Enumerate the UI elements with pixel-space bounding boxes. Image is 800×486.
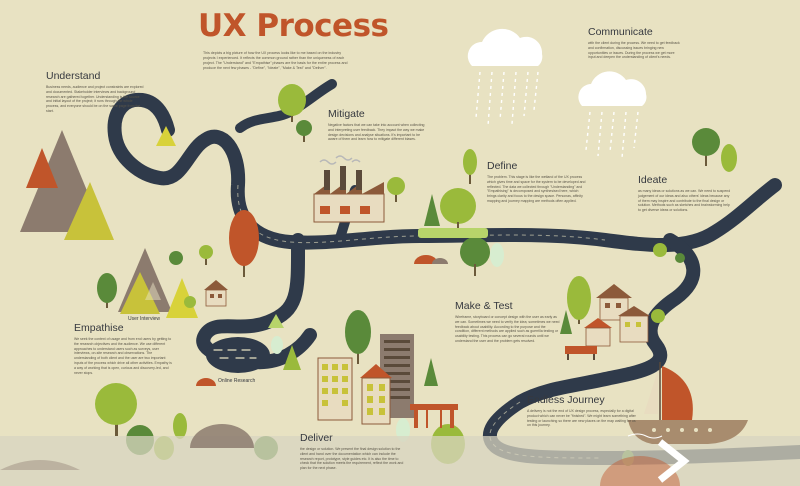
- section-define: Define The problem. This stage is like t…: [487, 160, 587, 204]
- trees: [95, 84, 737, 466]
- section-title: Understand: [46, 70, 101, 82]
- city-buildings: [317, 334, 458, 428]
- section-title: Ideate: [638, 174, 668, 186]
- section-body: We seek the context of usage and from en…: [74, 337, 172, 375]
- section-empathise: Empathise We seek the context of usage a…: [74, 322, 174, 375]
- mountains-empathise: [118, 248, 198, 318]
- section-body: Business needs, audience and project con…: [46, 85, 144, 113]
- section-ideate: Ideate as many ideas or solutions as we …: [638, 174, 732, 213]
- section-body: Wireframe, storyboard or concept design …: [455, 315, 560, 343]
- chevron-right-icon: [657, 439, 690, 483]
- section-make-test: Make & Test Wireframe, storyboard or con…: [455, 300, 560, 344]
- mountains-understand: [20, 126, 176, 240]
- houses: [204, 280, 650, 360]
- section-title: Communicate: [588, 26, 653, 38]
- section-mitigate: Mitigate Negative factors that we can ta…: [328, 108, 428, 142]
- sailboat-icon: [627, 362, 748, 444]
- lake: [196, 337, 270, 386]
- define-island: [414, 228, 488, 264]
- section-body: A delivery is not the end of UX design p…: [527, 409, 636, 428]
- section-title: Make & Test: [455, 300, 513, 312]
- section-deliver: Deliver the design or solution. We prese…: [300, 432, 406, 471]
- hill: [0, 460, 80, 470]
- section-body: with the client during the process. We n…: [588, 41, 680, 60]
- section-title: Mitigate: [328, 108, 365, 120]
- next-button[interactable]: [652, 438, 692, 484]
- section-body: The problem. This stage is like the wetl…: [487, 175, 586, 203]
- section-body: as many ideas or solutions as we can. We…: [638, 189, 731, 213]
- section-body: Negative factors that we can take into a…: [328, 123, 425, 142]
- section-title: Deliver: [300, 432, 333, 444]
- section-body: the design or solution. We present the f…: [300, 447, 404, 471]
- section-title: Endless Journey: [527, 394, 605, 406]
- section-understand: Understand Business needs, audience and …: [46, 70, 146, 114]
- intro-text: This depicts a big picture of how the UX…: [203, 50, 348, 70]
- hill: [190, 424, 254, 448]
- section-communicate: Communicate with the client during the p…: [588, 26, 680, 60]
- section-title: Define: [487, 160, 518, 172]
- factory-icon: [313, 155, 385, 223]
- rain-cloud-icon: [467, 28, 647, 159]
- page-title: UX Process: [198, 8, 389, 44]
- label-online-research: Online Research: [218, 378, 256, 384]
- section-title: Empathise: [74, 322, 124, 334]
- section-endless-journey: Endless Journey A delivery is not the en…: [527, 394, 639, 428]
- label-user-interview: User Interview: [128, 316, 160, 322]
